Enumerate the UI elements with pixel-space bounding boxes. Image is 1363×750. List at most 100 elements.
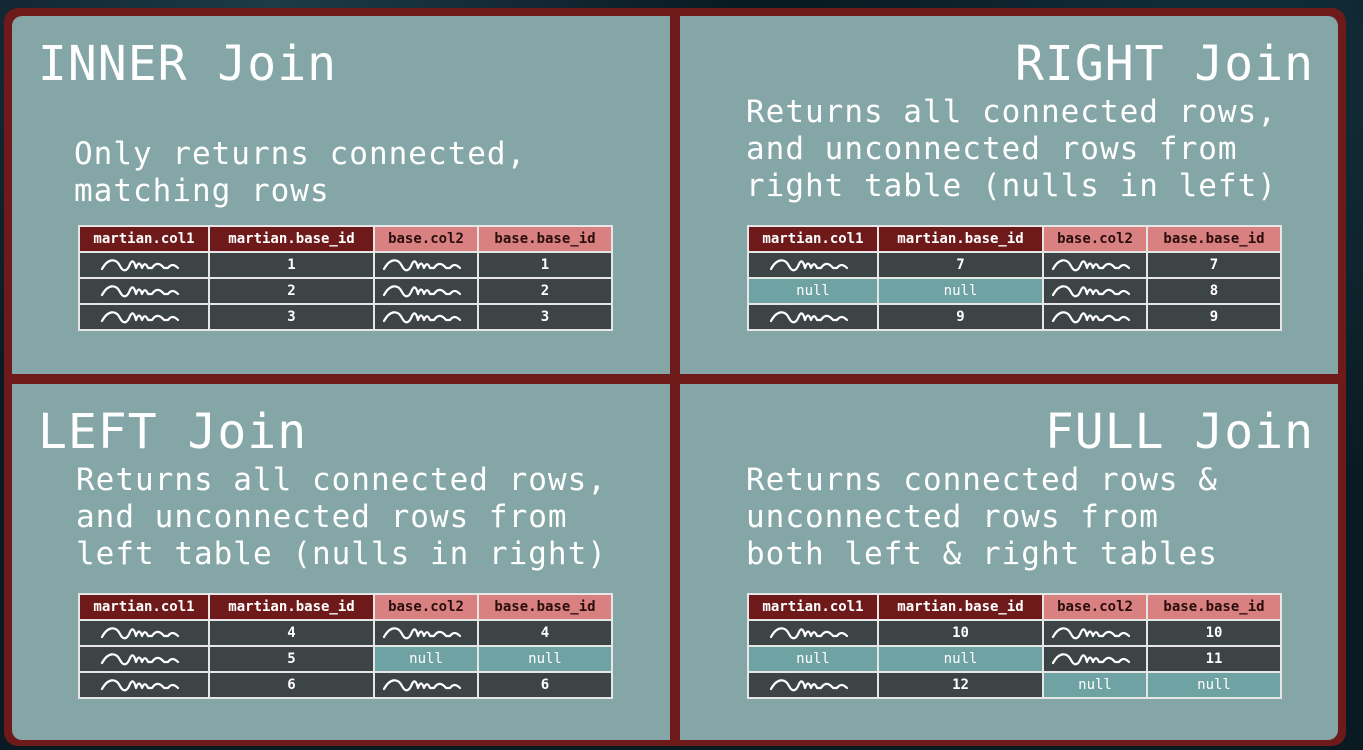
panel-description: Returns connected rows & unconnected row… (746, 462, 1218, 572)
placeholder-value-cell (1042, 619, 1148, 647)
squiggle-icon (769, 259, 849, 272)
id-cell: 10 (877, 619, 1044, 647)
null-cell: null (477, 645, 613, 673)
right-join-panel: RIGHT Join Returns all connected rows, a… (680, 16, 1338, 374)
panel-description: Only returns connected, matching rows (74, 136, 527, 209)
placeholder-value-cell (78, 645, 210, 673)
id-cell: 12 (877, 671, 1044, 699)
id-cell: 3 (477, 303, 613, 331)
placeholder-value-cell (1042, 303, 1148, 331)
id-cell: 8 (1146, 277, 1282, 305)
panel-title: FULL Join (1044, 404, 1314, 460)
squiggle-icon (100, 627, 180, 640)
id-cell: 9 (1146, 303, 1282, 331)
column-header: base.col2 (373, 593, 479, 621)
id-cell: 9 (877, 303, 1044, 331)
squiggle-icon (382, 679, 462, 692)
column-header: base.base_id (477, 593, 613, 621)
null-cell: null (747, 645, 879, 673)
column-header: martian.col1 (78, 225, 210, 253)
placeholder-value-cell (373, 619, 479, 647)
null-cell: null (373, 645, 479, 673)
column-header: base.col2 (373, 225, 479, 253)
squiggle-icon (769, 627, 849, 640)
id-cell: 11 (1146, 645, 1282, 673)
column-header: martian.base_id (877, 225, 1044, 253)
placeholder-value-cell (78, 277, 210, 305)
placeholder-value-cell (747, 303, 879, 331)
squiggle-icon (100, 679, 180, 692)
column-header: martian.base_id (877, 593, 1044, 621)
inner-join-panel: INNER Join Only returns connected, match… (12, 16, 670, 374)
column-header: martian.col1 (747, 225, 879, 253)
column-header: base.col2 (1042, 225, 1148, 253)
squiggle-icon (1051, 285, 1131, 298)
squiggle-icon (1051, 653, 1131, 666)
column-header: base.base_id (1146, 225, 1282, 253)
null-cell: null (1146, 671, 1282, 699)
id-cell: 7 (1146, 251, 1282, 279)
panel-description: Returns all connected rows, and unconnec… (76, 462, 607, 572)
column-header: martian.col1 (747, 593, 879, 621)
left-join-panel: LEFT Join Returns all connected rows, an… (12, 384, 670, 740)
id-cell: 1 (477, 251, 613, 279)
null-cell: null (877, 277, 1044, 305)
placeholder-value-cell (373, 303, 479, 331)
placeholder-value-cell (747, 251, 879, 279)
panel-description: Returns all connected rows, and unconnec… (746, 94, 1277, 204)
id-cell: 7 (877, 251, 1044, 279)
id-cell: 5 (208, 645, 375, 673)
full-join-panel: FULL Join Returns connected rows & uncon… (680, 384, 1338, 740)
panel-title: INNER Join (38, 36, 337, 92)
placeholder-value-cell (373, 277, 479, 305)
squiggle-icon (100, 653, 180, 666)
squiggle-icon (100, 285, 180, 298)
column-header: base.base_id (477, 225, 613, 253)
id-cell: 2 (208, 277, 375, 305)
column-header: martian.base_id (208, 593, 375, 621)
placeholder-value-cell (78, 619, 210, 647)
id-cell: 10 (1146, 619, 1282, 647)
id-cell: 2 (477, 277, 613, 305)
placeholder-value-cell (747, 619, 879, 647)
squiggle-icon (382, 627, 462, 640)
squiggle-icon (382, 285, 462, 298)
column-header: martian.col1 (78, 593, 210, 621)
squiggle-icon (382, 259, 462, 272)
squiggle-icon (769, 679, 849, 692)
null-cell: null (747, 277, 879, 305)
id-cell: 4 (208, 619, 375, 647)
placeholder-value-cell (373, 671, 479, 699)
null-cell: null (1042, 671, 1148, 699)
id-cell: 3 (208, 303, 375, 331)
placeholder-value-cell (78, 251, 210, 279)
squiggle-icon (100, 311, 180, 324)
table-row: 10 10 (747, 619, 1282, 647)
id-cell: 1 (208, 251, 375, 279)
id-cell: 6 (208, 671, 375, 699)
placeholder-value-cell (1042, 277, 1148, 305)
null-cell: null (877, 645, 1044, 673)
panel-title: RIGHT Join (1015, 36, 1314, 92)
squiggle-icon (100, 259, 180, 272)
placeholder-value-cell (373, 251, 479, 279)
squiggle-icon (382, 311, 462, 324)
placeholder-value-cell (78, 303, 210, 331)
squiggle-icon (1051, 311, 1131, 324)
column-header: base.base_id (1146, 593, 1282, 621)
